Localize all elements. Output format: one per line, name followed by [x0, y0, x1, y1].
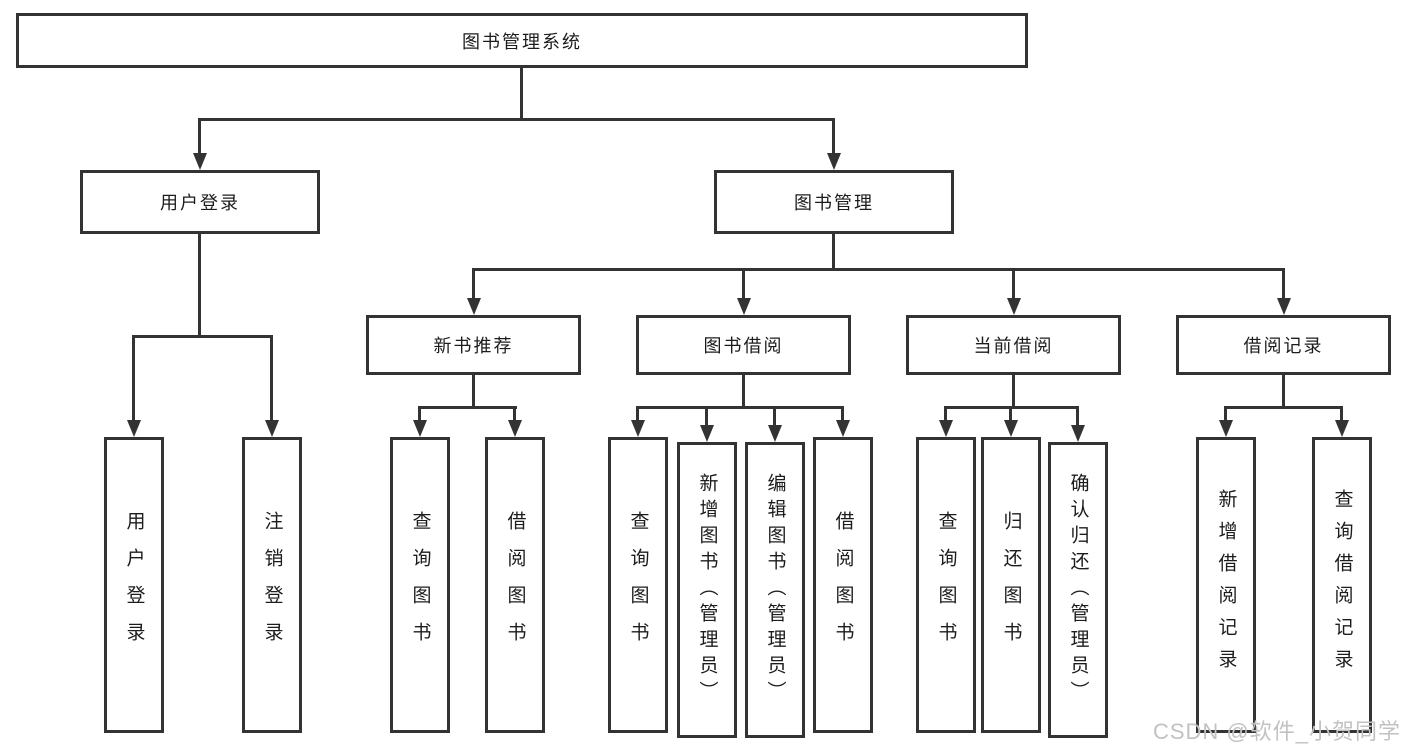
leaf-borrow-books-2: 借阅图书: [813, 437, 873, 733]
connector-stem-module: [1012, 268, 1015, 300]
arrowhead-icon: [700, 425, 714, 442]
leaf-query-books-2: 查询图书: [608, 437, 668, 733]
connector-stem-leaf: [636, 406, 639, 422]
connector-stem-leaf: [1224, 406, 1227, 422]
leaf-add-borrow-record: 新增借阅记录: [1196, 437, 1256, 733]
node-book-borrow: 图书借阅: [636, 315, 851, 375]
connector-stem-module: [742, 268, 745, 300]
connector-records-bracket: [1224, 406, 1343, 409]
leaf-user-login: 用户登录: [104, 437, 164, 733]
connector-borrow-drop: [742, 375, 745, 409]
connector-bookmgmt-drop: [832, 234, 835, 271]
arrowhead-icon: [467, 298, 481, 315]
arrowhead-icon: [127, 420, 141, 437]
connector-root-drop: [520, 68, 523, 121]
connector-stem-user-login: [198, 118, 201, 156]
arrowhead-icon: [1335, 420, 1349, 437]
arrowhead-icon: [737, 298, 751, 315]
leaf-logout: 注销登录: [242, 437, 302, 733]
arrowhead-icon: [1004, 420, 1018, 437]
node-borrow-records: 借阅记录: [1176, 315, 1391, 375]
arrowhead-icon: [1071, 425, 1085, 442]
csdn-watermark: CSDN @软件_小贺同学: [1152, 719, 1401, 744]
arrowhead-icon: [631, 420, 645, 437]
arrowhead-icon: [1219, 420, 1233, 437]
connector-stem-module: [472, 268, 475, 300]
node-root-system: 图书管理系统: [16, 13, 1028, 68]
arrowhead-icon: [836, 420, 850, 437]
arrowhead-icon: [193, 153, 207, 170]
connector-current-drop: [1012, 375, 1015, 409]
connector-stem-leaf: [270, 335, 273, 422]
connector-stem-leaf: [1009, 406, 1012, 422]
connector-bookmgmt-bracket: [472, 268, 1285, 271]
leaf-add-book-admin: 新增图书（管理员）: [677, 442, 737, 738]
node-current-borrow: 当前借阅: [906, 315, 1121, 375]
arrowhead-icon: [265, 420, 279, 437]
leaf-query-books: 查询图书: [390, 437, 450, 733]
arrowhead-icon: [413, 420, 427, 437]
connector-root-bracket: [198, 118, 835, 121]
connector-stem-leaf: [132, 335, 135, 422]
arrowhead-icon: [939, 420, 953, 437]
node-new-book-recommend: 新书推荐: [366, 315, 581, 375]
connector-stem-leaf: [513, 406, 516, 422]
connector-userlogin-bracket: [132, 335, 273, 338]
arrowhead-icon: [768, 425, 782, 442]
connector-stem-module: [1282, 268, 1285, 300]
leaf-query-borrow-record: 查询借阅记录: [1312, 437, 1372, 733]
arrowhead-icon: [827, 153, 841, 170]
connector-userlogin-drop: [198, 234, 201, 338]
leaf-return-book: 归还图书: [981, 437, 1041, 733]
node-user-login: 用户登录: [80, 170, 320, 234]
connector-stem-leaf: [705, 406, 708, 427]
connector-stem-leaf: [773, 406, 776, 427]
connector-stem-leaf: [418, 406, 421, 422]
connector-stem-leaf: [1340, 406, 1343, 422]
connector-stem-leaf: [841, 406, 844, 422]
arrowhead-icon: [1277, 298, 1291, 315]
connector-newbook-drop: [472, 375, 475, 409]
connector-stem-leaf: [1076, 406, 1079, 427]
connector-newbook-bracket: [418, 406, 517, 409]
leaf-query-books-3: 查询图书: [916, 437, 976, 733]
connector-records-drop: [1282, 375, 1285, 409]
node-book-management: 图书管理: [714, 170, 954, 234]
leaf-borrow-books: 借阅图书: [485, 437, 545, 733]
arrowhead-icon: [1007, 298, 1021, 315]
leaf-edit-book-admin: 编辑图书（管理员）: [745, 442, 805, 738]
connector-stem-book-mgmt: [832, 118, 835, 156]
leaf-confirm-return-admin: 确认归还（管理员）: [1048, 442, 1108, 738]
connector-borrow-bracket: [636, 406, 844, 409]
connector-stem-leaf: [944, 406, 947, 422]
arrowhead-icon: [508, 420, 522, 437]
